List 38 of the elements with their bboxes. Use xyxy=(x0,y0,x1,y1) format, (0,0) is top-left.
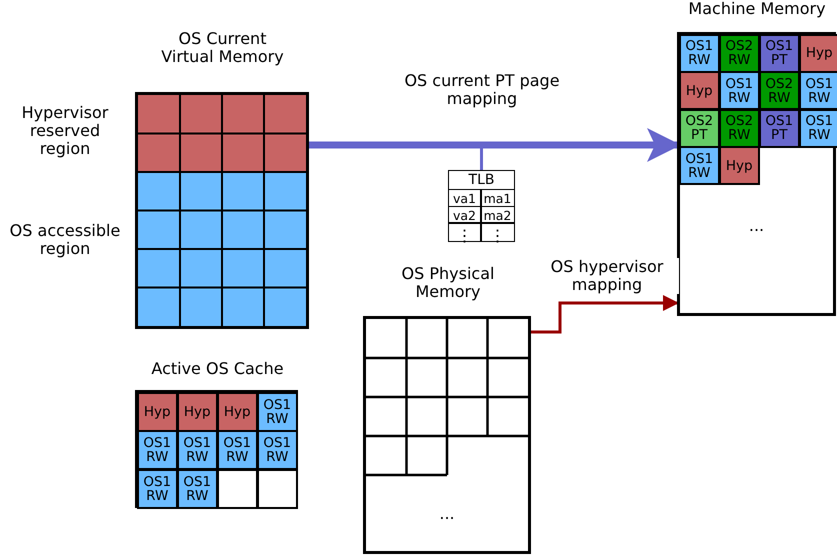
memory-page-cell: OS1 RW xyxy=(718,71,760,110)
tlb-title: TLB xyxy=(449,171,514,190)
memory-page-cell: OS2 RW xyxy=(758,71,800,110)
memory-page-cell: OS2 RW xyxy=(718,34,760,72)
memory-page-cell: Hyp xyxy=(176,392,218,432)
memory-page-cell: OS2 RW xyxy=(718,108,760,148)
tlb-entry: va1 xyxy=(452,191,477,206)
memory-page-cell: OS1 RW xyxy=(216,430,258,470)
tlb-entry: ma2 xyxy=(482,208,512,222)
memory-page-cell: OS1 RW xyxy=(136,468,178,508)
memory-title: OS Physical Memory xyxy=(400,265,496,301)
ellipsis: ... xyxy=(438,505,456,523)
memory-page-cell: Hyp xyxy=(718,146,760,185)
memory-page-cell: OS1 RW xyxy=(798,71,837,110)
memory-page-cell: Hyp xyxy=(798,34,837,72)
ellipsis: ... xyxy=(748,217,766,235)
memory-title: Machine Memory xyxy=(687,0,827,18)
memory-page-cell: Hyp xyxy=(216,392,258,432)
memory-title: Active OS Cache xyxy=(150,360,285,378)
memory-page-cell: OS1 RW xyxy=(256,430,298,470)
memory-page-cell: OS1 PT xyxy=(758,34,800,72)
memory-title: OS Current Virtual Memory xyxy=(160,30,285,66)
tlb-table xyxy=(448,170,515,242)
memory-page-cell: OS1 RW xyxy=(256,392,298,432)
memory-page-cell: OS1 RW xyxy=(678,146,720,185)
memory-page-cell: OS2 PT xyxy=(678,108,720,148)
tlb-entry: va2 xyxy=(452,208,477,222)
region-label: Hypervisor reserved region xyxy=(20,104,110,158)
memory-page-cell: OS1 RW xyxy=(798,108,837,148)
memory-page-cell: OS1 PT xyxy=(758,108,800,148)
memory-page-cell: OS1 RW xyxy=(176,430,218,470)
memory-page-cell: OS1 RW xyxy=(136,430,178,470)
memory-page-cell: Hyp xyxy=(678,71,720,110)
memory-page-cell: Hyp xyxy=(136,392,178,432)
region-label: OS accessible region xyxy=(8,222,122,258)
tlb-entry: ma1 xyxy=(482,191,512,206)
memory-page-cell: OS1 RW xyxy=(176,468,218,508)
memory-page-cell: OS1 RW xyxy=(678,34,720,72)
